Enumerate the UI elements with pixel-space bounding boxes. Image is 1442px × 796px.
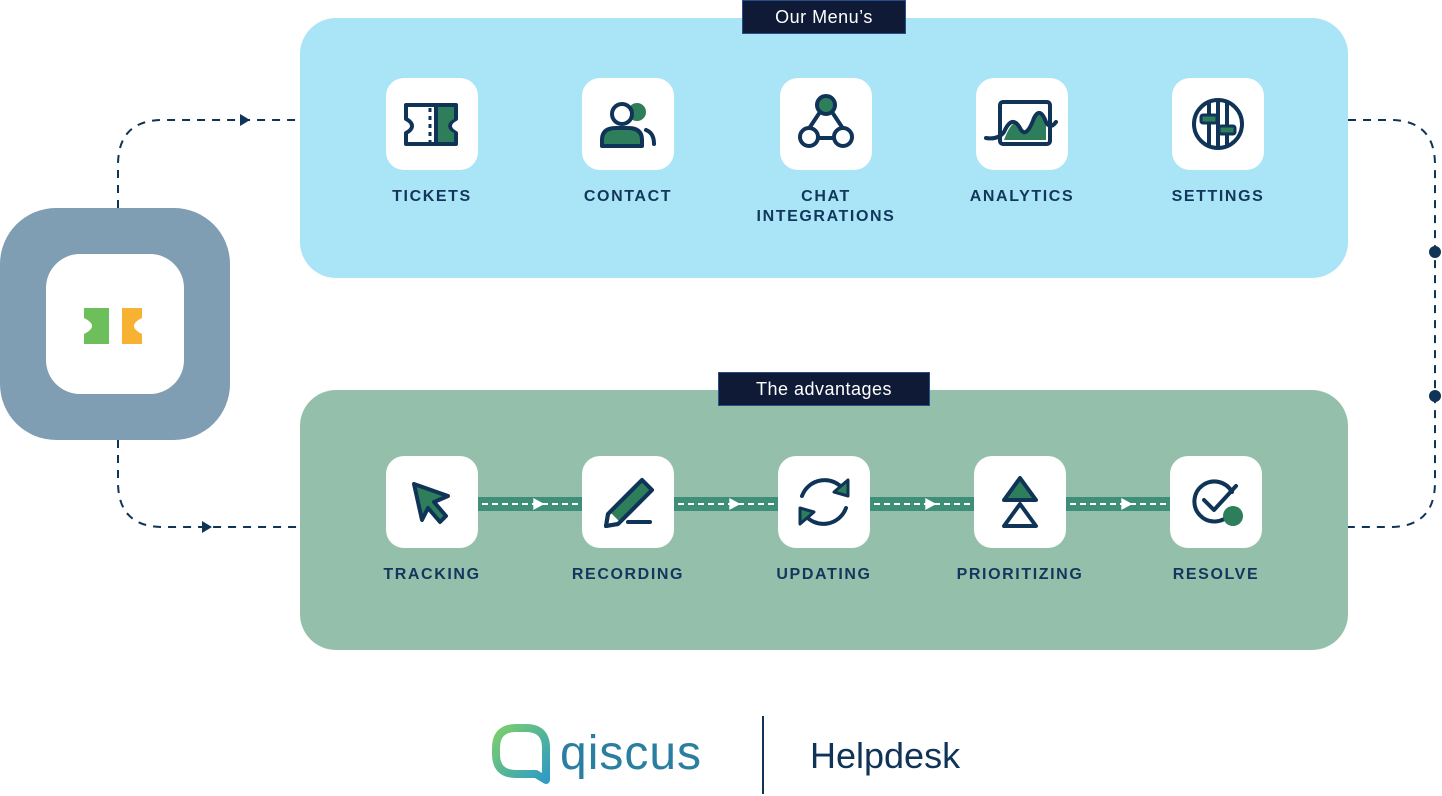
connector-dot	[1429, 246, 1441, 258]
advantages-section-title: The advantages	[718, 372, 930, 406]
advantage-label-updating: UPDATING	[776, 566, 872, 583]
advantage-tile-recording[interactable]	[582, 456, 674, 548]
advantage-connector-arrow	[729, 498, 741, 510]
ticket-icon	[404, 103, 458, 146]
menu-tile-contact[interactable]	[582, 78, 674, 170]
arrow-to-advantages	[202, 521, 212, 533]
menu-label-contact: CONTACT	[583, 188, 673, 205]
menu-label-analytics: ANALYTICS	[969, 188, 1075, 205]
analytics-icon	[984, 100, 1058, 146]
advantage-tile-updating[interactable]	[778, 456, 870, 548]
menu-section-title: Our Menu’s	[742, 0, 906, 34]
menu-tile-chat-integrations[interactable]	[780, 78, 872, 170]
contact-icon	[600, 102, 656, 148]
advantage-connector-3	[870, 497, 974, 511]
menu-label-tickets: TICKETS	[392, 188, 472, 205]
advantage-connector-arrow	[925, 498, 937, 510]
menu-tile-settings[interactable]	[1172, 78, 1264, 170]
connector-hub-to-advantages	[117, 440, 300, 528]
advantage-tile-resolve[interactable]	[1170, 456, 1262, 548]
pencil-icon	[604, 478, 654, 528]
qiscus-logo-icon	[492, 724, 550, 784]
hub-logo-tile	[46, 254, 184, 394]
ticket-logo-icon	[84, 308, 142, 344]
footer-divider	[762, 716, 764, 794]
advantage-connector-2	[674, 497, 778, 511]
settings-icon	[1192, 98, 1244, 150]
advantage-connector-arrow	[1121, 498, 1133, 510]
brand-name: qiscus	[560, 727, 703, 780]
hub-tile	[0, 208, 230, 440]
arrow-to-menu	[240, 114, 250, 126]
menu-label-chat-integrations: CHAT INTEGRATIONS	[756, 188, 896, 225]
product-name: Helpdesk	[810, 735, 961, 776]
connector-menu-to-advantages	[1348, 119, 1436, 528]
cursor-icon	[412, 482, 450, 524]
advantage-label-prioritizing: PRIORITIZING	[956, 566, 1084, 583]
menu-tile-tickets[interactable]	[386, 78, 478, 170]
advantage-connector-4	[1066, 497, 1170, 511]
advantage-label-tracking: TRACKING	[383, 566, 481, 583]
advantage-connector-1	[478, 497, 582, 511]
refresh-icon	[798, 478, 850, 526]
check-icon	[1192, 479, 1243, 526]
advantage-label-recording: RECORDING	[571, 566, 685, 583]
connector-dot	[1429, 390, 1441, 402]
advantage-label-resolve: RESOLVE	[1172, 566, 1260, 583]
advantage-tile-prioritizing[interactable]	[974, 456, 1066, 548]
chat-integrations-icon	[798, 94, 854, 148]
menu-label-settings: SETTINGS	[1171, 188, 1265, 205]
connector-hub-to-menu	[117, 119, 300, 208]
advantage-connector-arrow	[533, 498, 545, 510]
menu-tile-analytics[interactable]	[976, 78, 1068, 170]
advantage-tile-tracking[interactable]	[386, 456, 478, 548]
priority-icon	[1002, 476, 1038, 528]
